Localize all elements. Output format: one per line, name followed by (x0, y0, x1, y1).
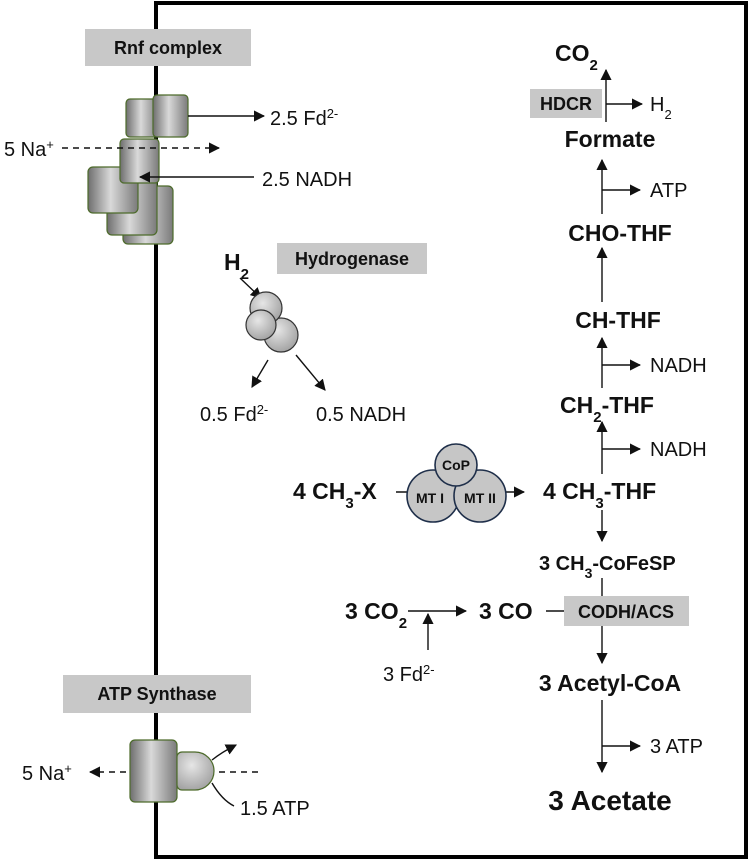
atp-synthase-na-label: 5 Na+ (22, 761, 72, 786)
cho-thf-label: CHO-THF (568, 220, 671, 246)
ch2-thf-label: CH2-THF (560, 392, 654, 426)
hdcr-label-box (530, 89, 602, 118)
acetyl-coa-label: 3 Acetyl-CoA (539, 670, 681, 696)
hydrogenase-shape (245, 291, 299, 353)
ch-thf-label: CH-THF (575, 307, 661, 333)
atp3-label: 3 ATP (650, 736, 703, 758)
fd-input-label: 3 Fd2- (383, 662, 435, 687)
hydrogenase-nadh-arrow (295, 354, 326, 391)
co2-input-label: 3 CO2 (345, 598, 407, 632)
atp1-label: ATP (650, 180, 687, 202)
methyltransferase-complex (406, 443, 507, 523)
atp-synthase-rotation-arrow (211, 744, 238, 761)
cofesp-label: 3 CH3-CoFeSP (539, 553, 676, 581)
nadh1-label: NADH (650, 355, 707, 377)
hydrogenase-h2-label: H2 (224, 249, 249, 283)
codh-acs-label: CODH/ACS (578, 602, 674, 622)
rnf-complex-label-box (85, 29, 251, 66)
atp-synthase-atp-label: 1.5 ATP (240, 798, 310, 820)
rnf-complex-shape (87, 94, 189, 245)
rnf-na-label: 5 Na+ (4, 137, 54, 162)
hydrogenase-label-box (277, 243, 427, 274)
co-label: 3 CO (479, 598, 533, 624)
nadh2-label: NADH (650, 439, 707, 461)
acetate-label: 3 Acetate (548, 785, 671, 816)
hydrogenase-label: Hydrogenase (295, 249, 409, 269)
cop-label: CoP (442, 457, 470, 473)
mt1-label: MT I (416, 490, 444, 506)
rnf-complex-label: Rnf complex (114, 38, 222, 58)
atp-synthase-label: ATP Synthase (97, 684, 216, 704)
mt2-label: MT II (464, 490, 496, 506)
rnf-fd-label: 2.5 Fd2- (270, 106, 338, 131)
hydrogenase-nadh-label: 0.5 NADH (316, 404, 406, 426)
ch3-thf-label: 4 CH3-THF (543, 478, 656, 512)
hydrogenase-fd-arrow (251, 359, 269, 388)
atp-synthase-atp-arrow (211, 782, 235, 807)
formate-label: Formate (565, 126, 656, 152)
co2-label: CO2 (555, 40, 598, 74)
codh-acs-label-box (564, 596, 689, 626)
ch3-x-label: 4 CH3-X (293, 478, 377, 512)
h2-output-label: H2 (650, 94, 672, 122)
hydrogenase-fd-label: 0.5 Fd2- (200, 402, 268, 427)
hdcr-label: HDCR (540, 94, 592, 114)
atp-synthase-label-box (63, 675, 251, 713)
atp-synthase-shape (129, 739, 215, 803)
cell-membrane (154, 1, 748, 859)
rnf-nadh-label: 2.5 NADH (262, 169, 352, 191)
